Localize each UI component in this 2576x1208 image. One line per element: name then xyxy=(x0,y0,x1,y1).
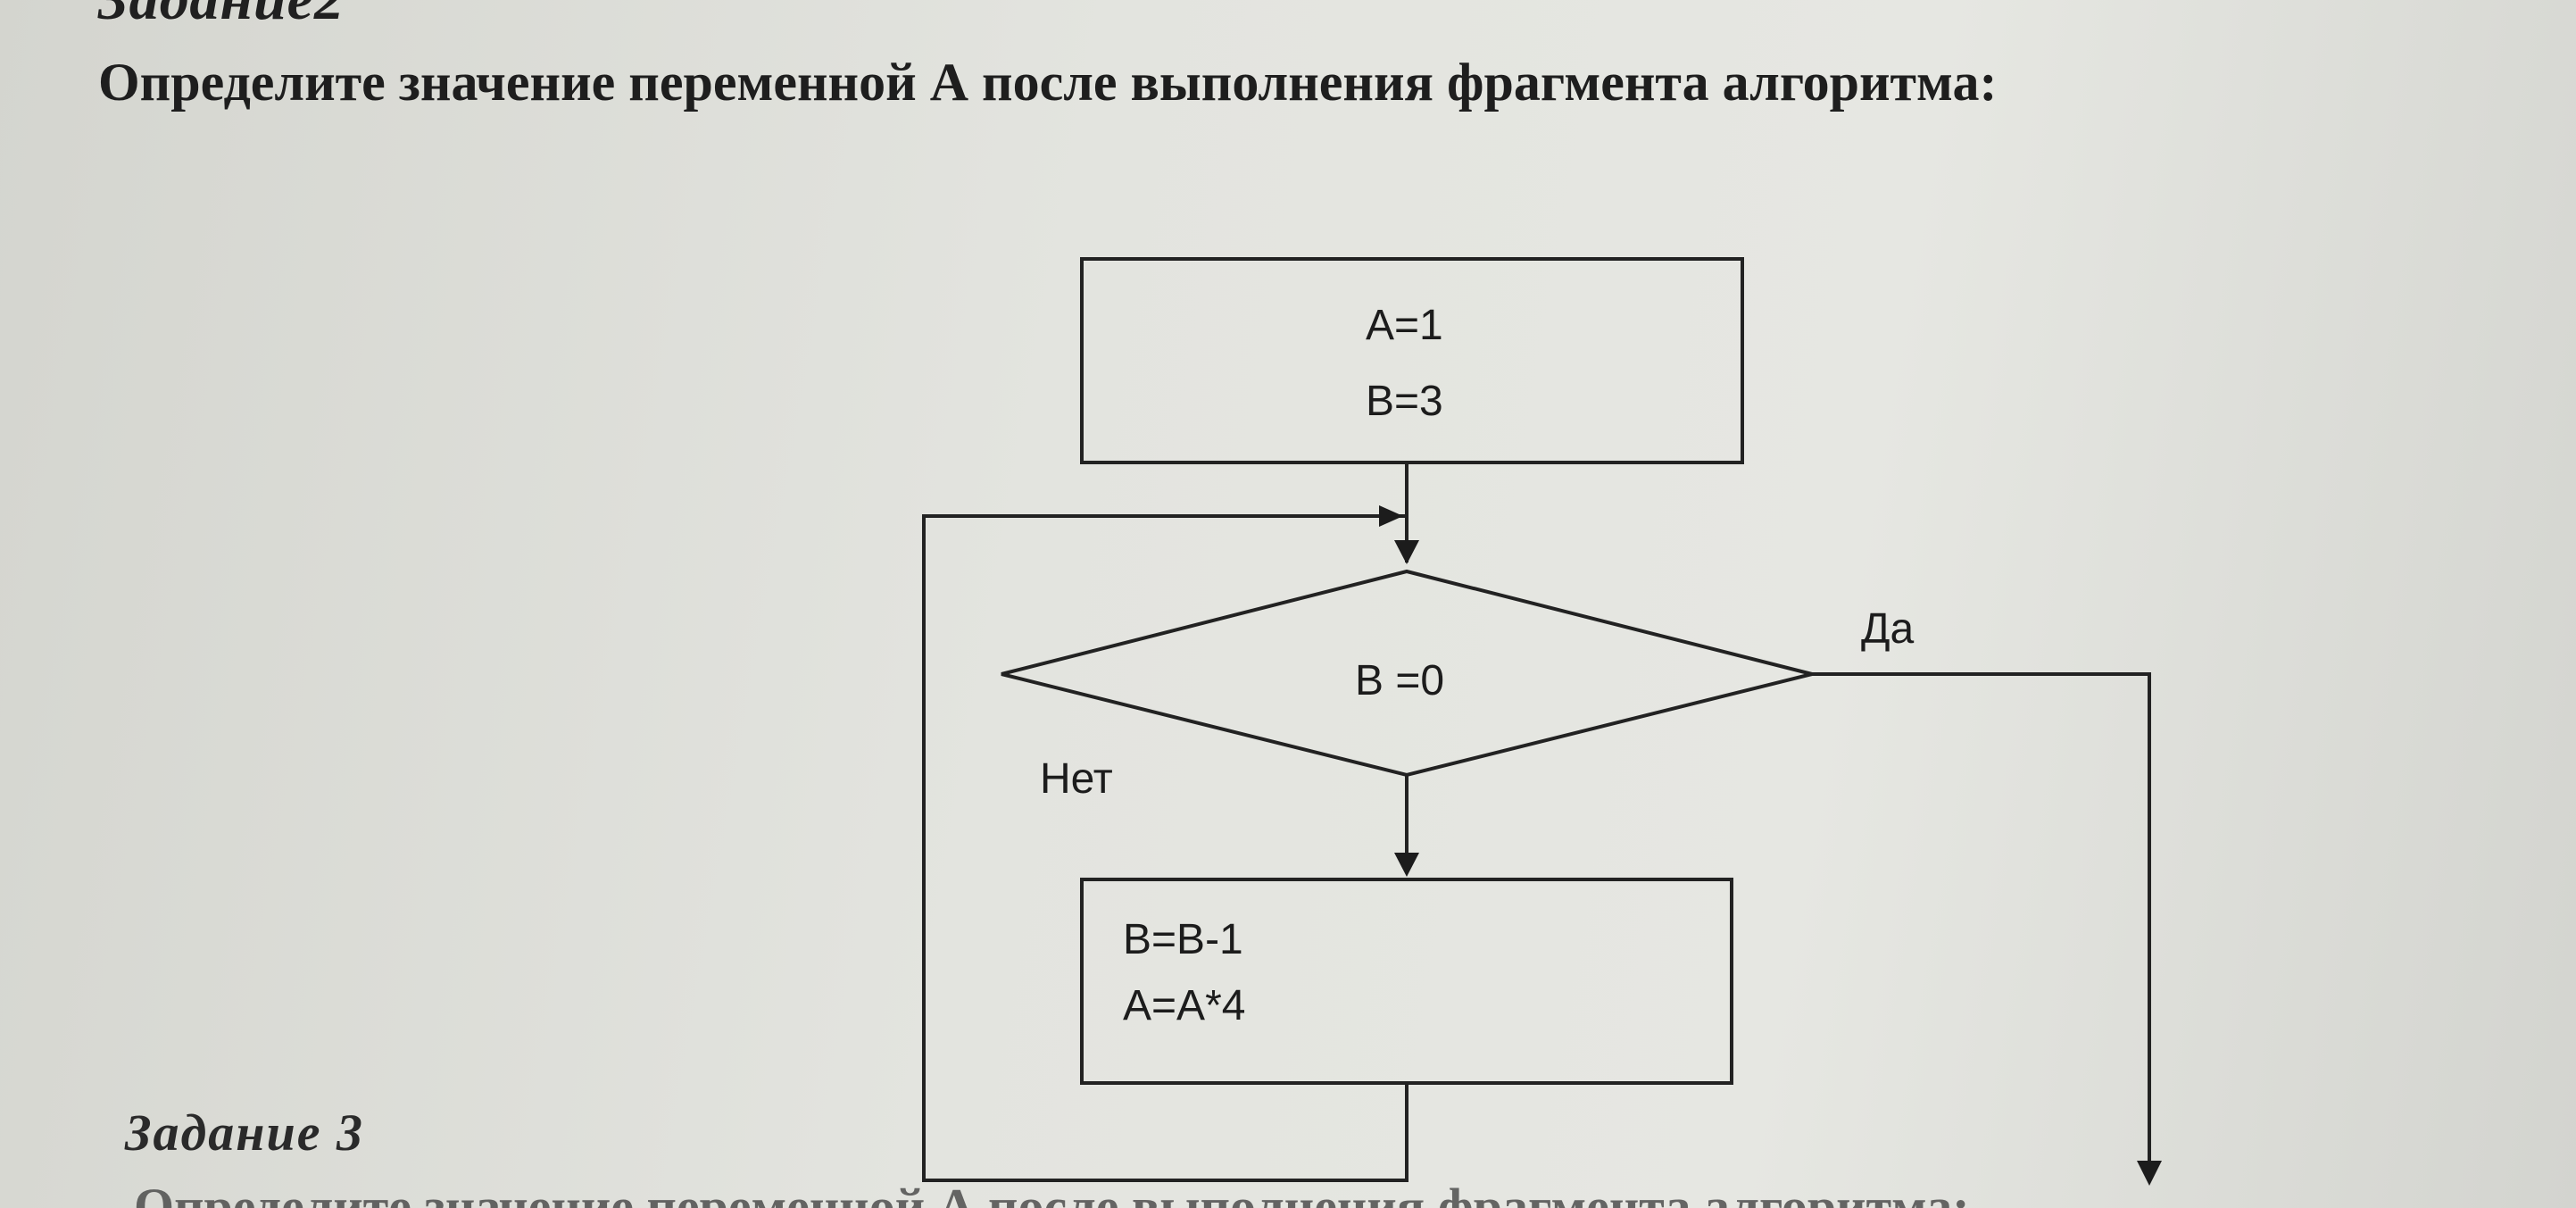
arrowhead-body-top xyxy=(1394,853,1419,877)
loop-back-line xyxy=(922,514,1408,1182)
condition-text: B =0 xyxy=(1355,657,1444,704)
no-label: Нет xyxy=(1040,755,1113,803)
body-block xyxy=(1080,878,1733,1085)
arrowhead-yes-exit xyxy=(2137,1161,2162,1186)
body-block-line1: B=B-1 xyxy=(1123,916,1243,963)
arrowhead-loop-back xyxy=(1379,505,1403,527)
body-block-line2: A=A*4 xyxy=(1123,982,1245,1029)
yes-branch-line xyxy=(1812,672,2151,1170)
init-block-line2: B=3 xyxy=(1366,378,1443,425)
arrowhead-condition-top xyxy=(1394,540,1419,564)
question-text: Определите значение переменной А после в… xyxy=(98,53,1998,112)
next-task-text-cut: Определите значение переменной А после в… xyxy=(134,1178,1970,1208)
next-task-title: Задание 3 xyxy=(125,1104,364,1162)
init-block-line1: A=1 xyxy=(1366,302,1443,349)
yes-label: Да xyxy=(1861,605,1915,653)
task-title: Задание2 xyxy=(98,0,345,34)
init-block xyxy=(1080,257,1744,464)
